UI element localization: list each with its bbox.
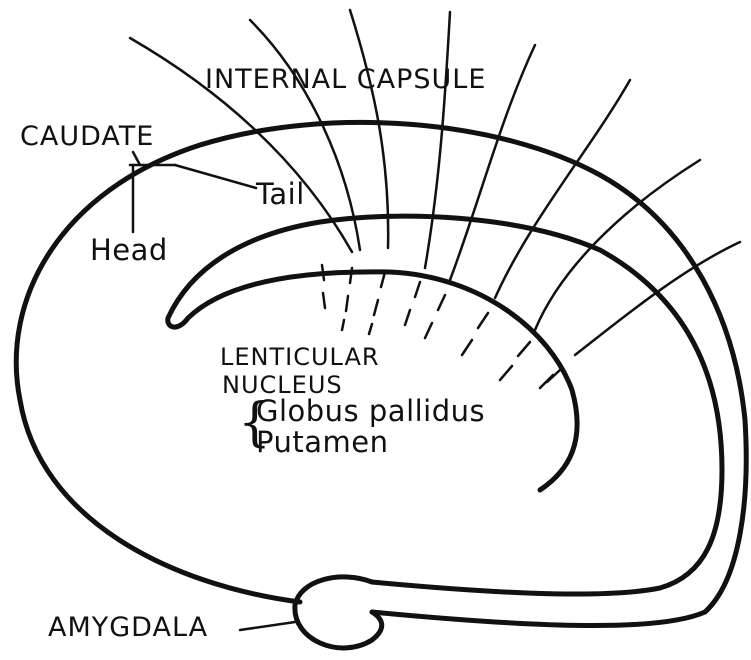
fiber-dash bbox=[346, 296, 348, 311]
fiber-dash bbox=[462, 340, 472, 355]
fiber-dash bbox=[415, 282, 420, 297]
fiber-dash bbox=[425, 323, 432, 338]
fiber-dash bbox=[478, 313, 488, 328]
fiber-dash bbox=[438, 295, 445, 310]
fiber-dash bbox=[322, 265, 324, 280]
head-label: Head bbox=[90, 236, 168, 265]
tail-label: Tail bbox=[256, 180, 305, 209]
capsule-fiber bbox=[425, 12, 450, 268]
bracket-to-tail bbox=[175, 165, 256, 188]
putamen-label: Putamen bbox=[256, 428, 388, 457]
capsule-fiber bbox=[350, 10, 388, 248]
internal-capsule-fibers bbox=[130, 10, 740, 355]
globus-pallidus-label: Globus pallidus bbox=[256, 397, 485, 426]
amygdala-label: AMYGDALA bbox=[48, 614, 208, 641]
fiber-dash bbox=[518, 342, 530, 356]
amygdala-leader-line bbox=[240, 622, 295, 630]
fiber-dash bbox=[369, 324, 372, 334]
capsule-fiber bbox=[250, 20, 360, 250]
fiber-dash bbox=[374, 300, 378, 315]
bracket-stem bbox=[133, 152, 140, 165]
caudate-bracket bbox=[130, 152, 256, 232]
internal-capsule-label: INTERNAL CAPSULE bbox=[205, 66, 486, 93]
fiber-dash bbox=[323, 293, 325, 308]
fiber-dash bbox=[540, 375, 553, 388]
amygdala-bulb bbox=[295, 577, 382, 648]
fiber-dash bbox=[342, 320, 344, 330]
fiber-dash bbox=[500, 366, 512, 380]
fiber-dash bbox=[405, 310, 410, 325]
caudate-label: CAUDATE bbox=[20, 123, 154, 150]
lenticular-label: LENTICULAR bbox=[220, 345, 380, 369]
capsule-fiber bbox=[495, 80, 630, 298]
caudate-outer-contour bbox=[16, 122, 746, 625]
